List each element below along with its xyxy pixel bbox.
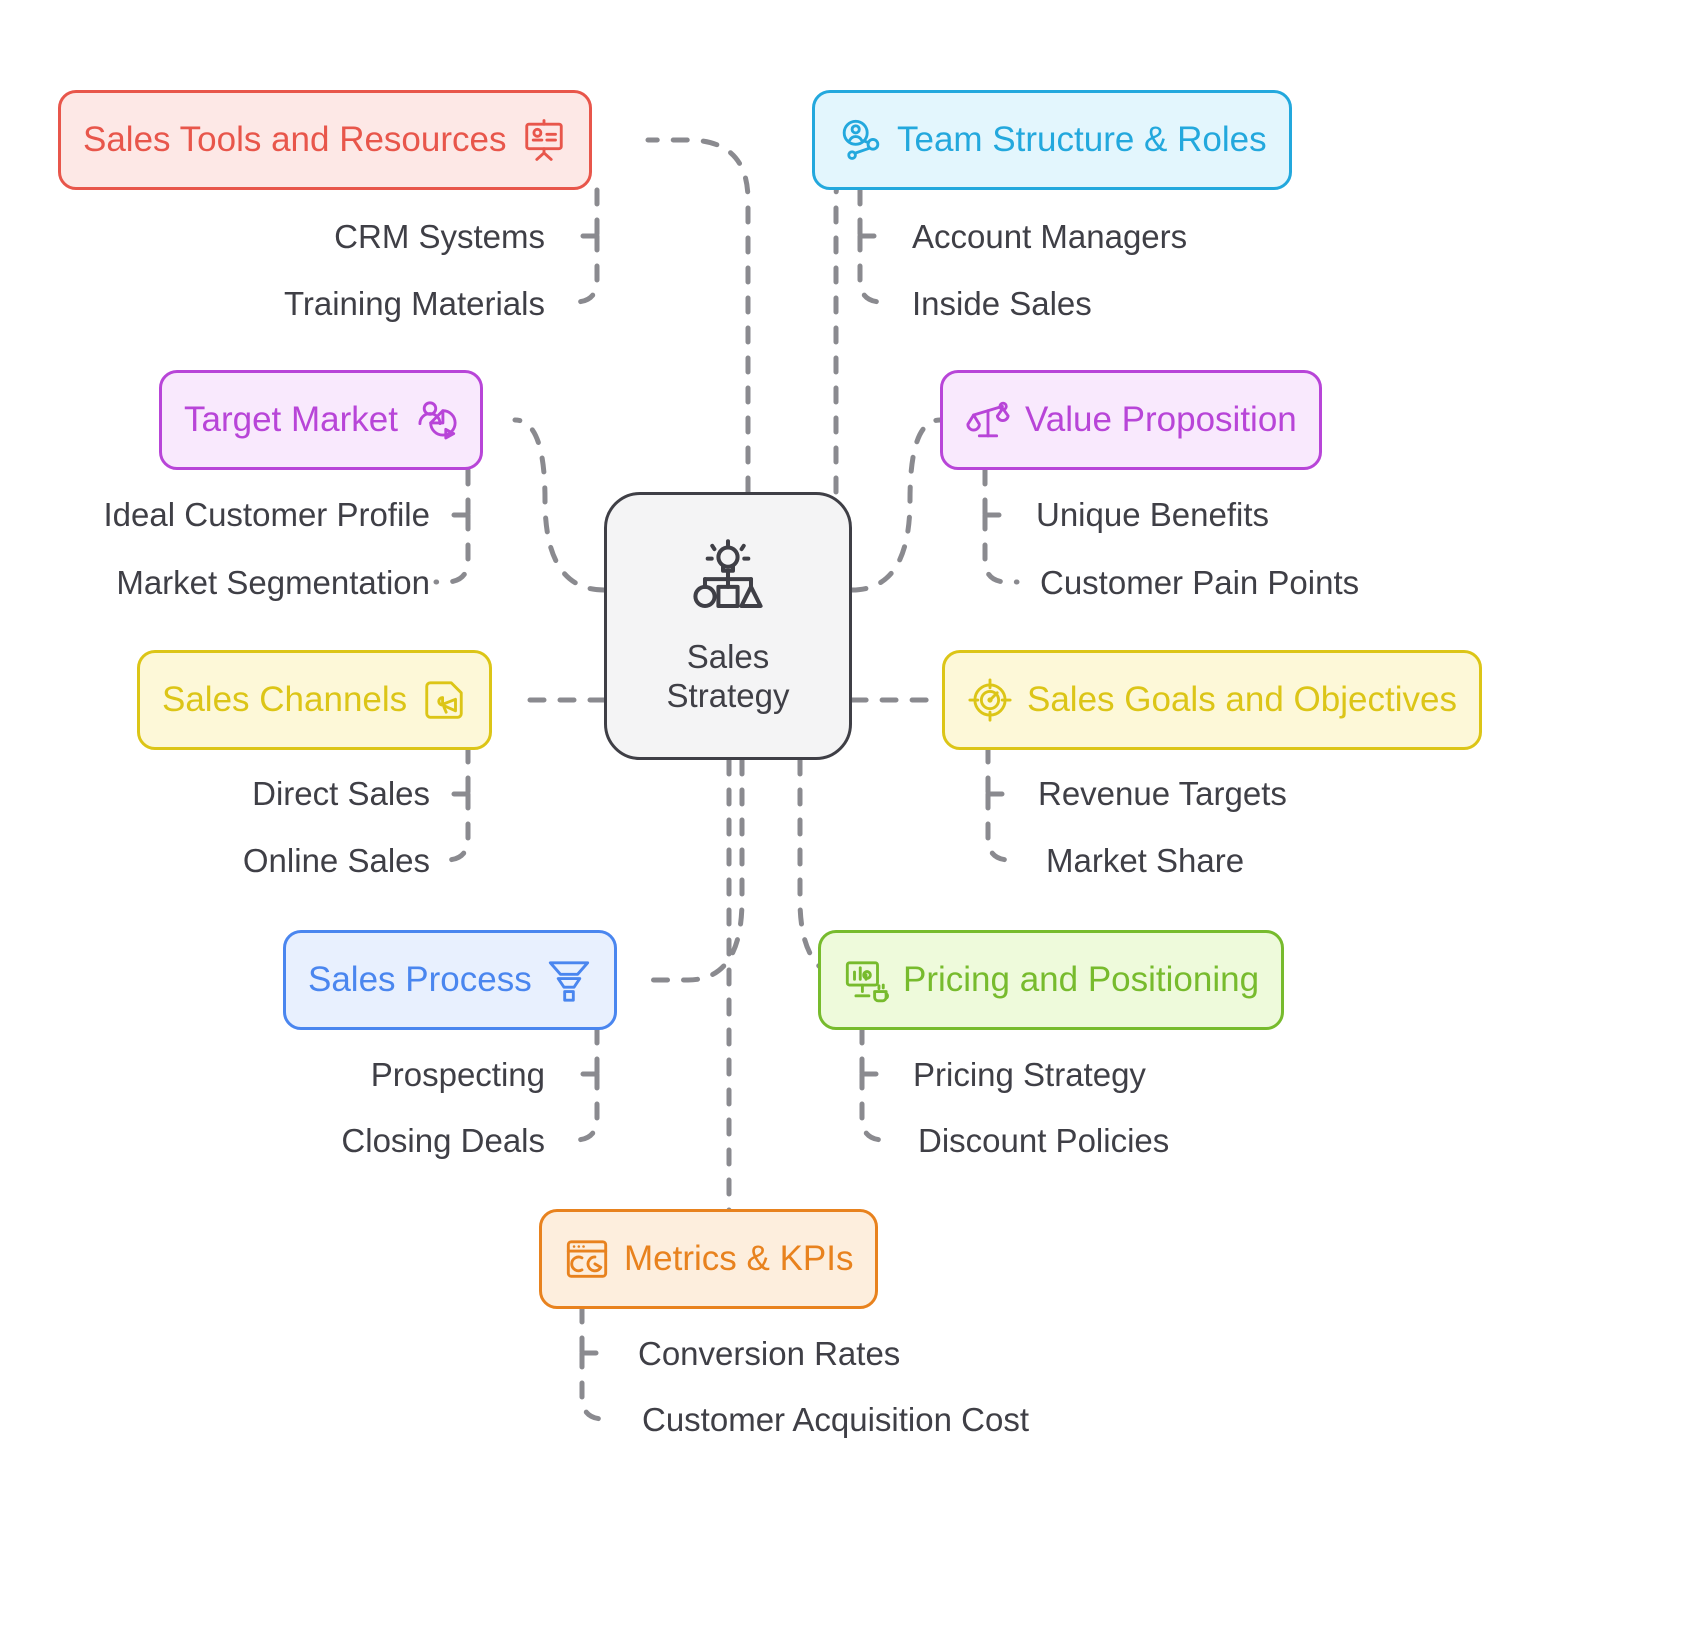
leaf-market-share: Market Share	[1046, 842, 1245, 879]
branch-node-sales-tools-and-resources[interactable]: Sales Tools and Resources	[58, 90, 592, 190]
leaf-account-managers: Account Managers	[912, 218, 1188, 255]
megaphone-document-icon	[421, 677, 467, 723]
browser-piechart-icon	[564, 1236, 610, 1282]
funnel-icon	[546, 957, 592, 1003]
branch-node-pricing-and-positioning[interactable]: Pricing and Positioning	[818, 930, 1285, 1030]
person-network-icon	[837, 117, 883, 163]
leaf-pricing-strategy: Pricing Strategy	[913, 1056, 1146, 1093]
center-label-line1: Sales	[686, 637, 770, 675]
leaf-ideal-customer-profile: Ideal Customer Profile	[103, 496, 430, 533]
presentation-cart-icon	[521, 117, 567, 163]
center-label-line2: Strategy	[666, 676, 790, 714]
leaf-training-materials: Training Materials	[283, 285, 545, 322]
edge-target-market-children	[433, 467, 471, 585]
edge-sales-process-children	[562, 1026, 600, 1143]
leaf-conversion-rates: Conversion Rates	[638, 1335, 901, 1372]
edge-value-proposition-children	[982, 467, 1020, 585]
branch-node-sales-process[interactable]: Sales Process	[283, 930, 617, 1030]
branch-node-metrics-and-kpis[interactable]: Metrics & KPIs	[539, 1209, 879, 1309]
edge-center-sales-process	[642, 757, 745, 983]
balance-scale-icon	[965, 397, 1011, 443]
edge-center-sales-tools	[645, 137, 751, 495]
branch-node-value-proposition[interactable]: Value Proposition	[940, 370, 1322, 470]
edge-center-target-market	[512, 417, 607, 593]
edge-sales-channels-children	[433, 745, 471, 863]
branch-node-sales-channels[interactable]: Sales Channels	[137, 650, 493, 750]
leaf-direct-sales: Direct Sales	[252, 775, 430, 812]
branch-label-pricing-and-positioning: Pricing and Positioning	[903, 959, 1260, 999]
leaf-closing-deals: Closing Deals	[341, 1122, 545, 1159]
leaf-customer-acquisition-cost: Customer Acquisition Cost	[642, 1401, 1029, 1438]
branch-node-target-market[interactable]: Target Market	[159, 370, 483, 470]
branch-label-target-market: Target Market	[184, 399, 398, 439]
branch-node-team-structure-and-roles[interactable]: Team Structure & Roles	[812, 90, 1292, 190]
leaf-revenue-targets: Revenue Targets	[1038, 775, 1287, 812]
edge-team-structure-children	[857, 187, 895, 305]
branch-node-sales-goals-and-objectives[interactable]: Sales Goals and Objectives	[942, 650, 1482, 750]
leaf-unique-benefits: Unique Benefits	[1036, 496, 1269, 533]
branch-label-metrics-and-kpis: Metrics & KPIs	[624, 1238, 854, 1278]
edge-metrics-children	[579, 1305, 617, 1422]
edge-center-value-proposition	[849, 417, 943, 593]
branch-label-sales-process: Sales Process	[308, 959, 532, 999]
monitor-chart-coffee-icon	[843, 957, 889, 1003]
edge-sales-tools-children	[562, 187, 600, 305]
target-crosshair-icon	[967, 677, 1013, 723]
leaf-inside-sales: Inside Sales	[912, 285, 1092, 322]
branch-label-value-proposition: Value Proposition	[1025, 399, 1297, 439]
leaf-crm-systems: CRM Systems	[334, 218, 545, 255]
leaf-online-sales: Online Sales	[242, 842, 430, 879]
person-piechart-icon	[412, 397, 458, 443]
center-node-sales-strategy[interactable]: Sales Strategy	[604, 492, 852, 760]
branch-label-team-structure-and-roles: Team Structure & Roles	[897, 119, 1267, 159]
edge-center-team-structure	[809, 137, 877, 495]
leaf-prospecting: Prospecting	[370, 1056, 545, 1093]
branch-label-sales-goals-and-objectives: Sales Goals and Objectives	[1027, 679, 1457, 719]
edge-sales-goals-children	[985, 745, 1023, 863]
leaf-customer-pain-points: Customer Pain Points	[1040, 564, 1360, 601]
branch-label-sales-tools-and-resources: Sales Tools and Resources	[83, 119, 507, 159]
leaf-market-segmentation: Market Segmentation	[116, 564, 430, 601]
lightbulb-strategy-icon	[682, 537, 774, 634]
edge-pricing-children	[859, 1026, 897, 1143]
branch-label-sales-channels: Sales Channels	[162, 679, 408, 719]
leaf-discount-policies: Discount Policies	[918, 1122, 1170, 1159]
